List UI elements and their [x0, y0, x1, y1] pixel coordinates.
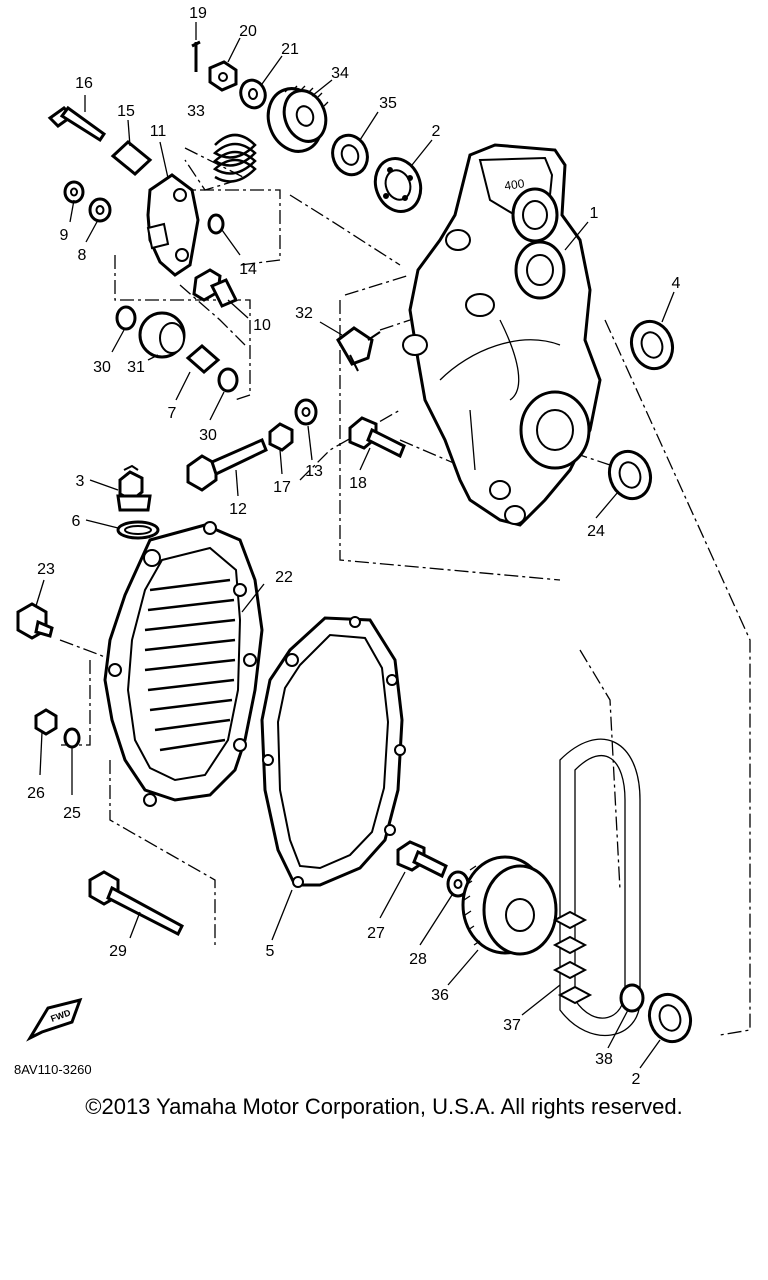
cotter-pin-part-19	[191, 40, 201, 72]
bolt-part-27	[396, 840, 448, 879]
callout-20: 20	[239, 23, 257, 40]
nut-part-20	[208, 60, 238, 92]
callout-18: 18	[349, 475, 367, 492]
callout-38: 38	[595, 1051, 613, 1068]
washer-part-8	[88, 197, 112, 223]
chain-part-37	[552, 738, 641, 1037]
callout-25: 25	[63, 805, 81, 822]
cover-part-22	[103, 521, 264, 807]
oil-seal-part-24	[607, 449, 653, 501]
callout-8: 8	[78, 247, 87, 264]
callout-27: 27	[367, 925, 385, 942]
collar-part-7	[185, 344, 221, 374]
collar-part-38	[619, 983, 645, 1013]
callout-7: 7	[168, 405, 177, 422]
callout-19: 19	[189, 5, 207, 22]
bolt-part-10	[192, 268, 239, 308]
callout-6: 6	[72, 513, 81, 530]
svg-text:400: 400	[503, 176, 525, 193]
nut-part-17	[268, 422, 294, 452]
bearing-part-2-lower	[647, 992, 693, 1044]
callout-1: 1	[590, 205, 599, 222]
washer-part-13	[294, 398, 318, 426]
washer-part-30-upper	[115, 305, 137, 331]
collar-part-15	[110, 140, 153, 176]
washer-part-9	[63, 180, 85, 204]
callout-11: 11	[150, 123, 167, 140]
callout-24: 24	[587, 523, 605, 540]
callout-14: 14	[239, 261, 257, 278]
callout-36: 36	[431, 987, 449, 1004]
callout-23: 23	[37, 561, 55, 578]
callout-33: 33	[187, 103, 205, 120]
bolt-part-23	[16, 602, 54, 640]
callout-37: 37	[503, 1017, 521, 1034]
callout-labels: 19 20 21 34 16 15 33 35 11 2 1 9 8 14 4 …	[27, 5, 680, 1088]
callout-3: 3	[76, 473, 85, 490]
fitting-part-32	[336, 326, 381, 372]
leader-lines	[35, 22, 675, 1069]
sprocket-part-36	[461, 855, 558, 956]
bolt-part-26	[34, 708, 58, 736]
callout-30-lower: 30	[199, 427, 217, 444]
collar-part-35	[331, 133, 369, 177]
washer-part-30-lower	[217, 367, 239, 393]
callout-9: 9	[60, 227, 69, 244]
pin-part-16	[47, 105, 107, 143]
plug-part-3	[116, 464, 152, 512]
callout-31: 31	[127, 359, 145, 376]
washer-part-21	[239, 78, 267, 110]
oil-seal-part-4	[629, 319, 675, 371]
roller-part-31	[138, 311, 186, 359]
lever-part-11	[146, 173, 200, 277]
bolt-part-18	[348, 416, 406, 459]
callout-5: 5	[266, 943, 275, 960]
callout-26: 26	[27, 785, 45, 802]
part-code: 8AV110-3260	[14, 1062, 92, 1077]
callout-12: 12	[229, 501, 247, 518]
callout-21: 21	[281, 41, 299, 58]
callout-30-upper: 30	[93, 359, 111, 376]
callout-17: 17	[273, 479, 291, 496]
spring-part-33	[212, 133, 257, 183]
crankcase-cover-part: 400	[402, 143, 602, 527]
callout-10: 10	[253, 317, 271, 334]
front-direction-marker: FWD	[26, 997, 83, 1042]
callout-15: 15	[117, 103, 135, 120]
bolt-part-29	[88, 870, 184, 937]
bearing-part-2-upper	[373, 157, 423, 213]
washer-part-25	[63, 727, 81, 749]
callout-4: 4	[672, 275, 681, 292]
callout-16: 16	[75, 75, 93, 92]
callout-2-lower: 2	[632, 1071, 641, 1088]
callout-28: 28	[409, 951, 427, 968]
callout-34: 34	[331, 65, 349, 82]
gear-part-34	[266, 85, 329, 153]
exploded-parts-diagram: 400	[14, 5, 751, 1088]
callout-2-upper: 2	[432, 123, 441, 140]
o-ring-part-6	[116, 520, 160, 540]
callout-29: 29	[109, 943, 127, 960]
copyright-notice: ©2013 Yamaha Motor Corporation, U.S.A. A…	[85, 1094, 683, 1119]
callout-35: 35	[379, 95, 397, 112]
callout-13: 13	[305, 463, 323, 480]
callout-32: 32	[295, 305, 313, 322]
bolt-part-12	[186, 438, 268, 492]
callout-22: 22	[275, 569, 293, 586]
washer-part-14	[207, 213, 225, 235]
gasket-part-5	[260, 616, 406, 888]
